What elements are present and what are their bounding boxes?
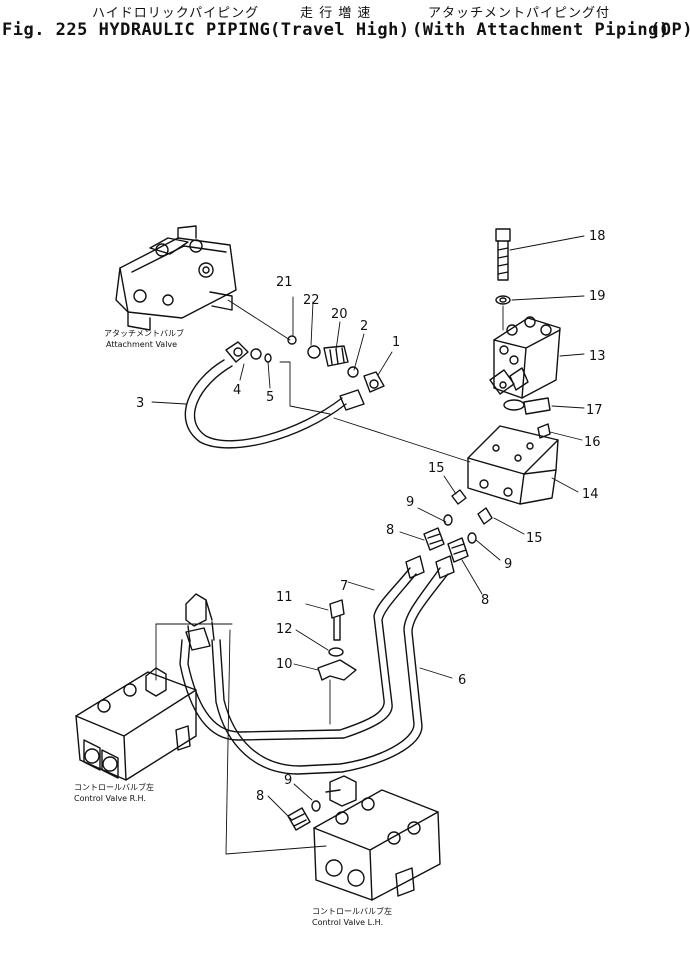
attachment-valve-caption: Attachment Valve (106, 340, 177, 349)
callout-8: 8 (386, 523, 394, 538)
title-travel: (Travel High) (270, 20, 410, 40)
callout-4: 4 (233, 383, 241, 398)
callout-1: 1 (392, 335, 400, 350)
title-jp-travel: 走 行 増 速 (300, 6, 372, 21)
callout-15: 15 (428, 461, 445, 476)
callout-5: 5 (266, 390, 274, 405)
callout-15-right: 15 (526, 531, 543, 546)
tube-6 (211, 555, 455, 775)
title-jp-attach: アタッチメントパイピング付 (428, 6, 611, 21)
callout-9-right: 9 (504, 557, 512, 572)
control-valve-rh-drawing (75, 667, 197, 781)
callout-2: 2 (360, 319, 368, 334)
title-fig: Fig. 225 HYDRAULIC PIPING (2, 20, 271, 40)
callout-3: 3 (136, 396, 144, 411)
callout-8-right: 8 (481, 593, 489, 608)
title-op: (OP) (650, 20, 690, 40)
control-valve-lh-caption-jp: コントロールバルブ左 (312, 906, 392, 916)
leader-line (227, 299, 291, 341)
callout-13: 13 (589, 349, 606, 364)
control-valve-lh-drawing (313, 775, 441, 901)
callout-6: 6 (458, 673, 466, 688)
attachment-valve-drawing (115, 225, 237, 331)
title-attach: (With Attachment Piping) (412, 20, 670, 40)
callout-9-bottom: 9 (284, 773, 292, 788)
callout-22: 22 (303, 293, 320, 308)
callout-20: 20 (331, 307, 348, 322)
callout-18: 18 (589, 229, 606, 244)
callout-17: 17 (586, 403, 603, 418)
callout-11: 11 (276, 590, 293, 605)
control-valve-rh-caption-jp: コントロールバルブ左 (74, 782, 154, 792)
hose-3 (184, 341, 365, 449)
callout-9: 9 (406, 495, 414, 510)
part-captions: アタッチメントバルブ Attachment Valve コントロールバルブ左 C… (74, 328, 392, 927)
callout-12: 12 (276, 622, 293, 637)
title-jp-main: ハイドロリックパイピング (92, 6, 260, 21)
callout-21: 21 (276, 275, 293, 290)
control-valve-rh-caption: Control Valve R.H. (74, 794, 146, 803)
callout-labels: 18 19 13 17 16 14 15 9 8 15 9 8 21 22 20… (136, 229, 606, 804)
tube-7 (179, 555, 425, 741)
callout-7: 7 (340, 579, 348, 594)
control-valve-lh-caption: Control Valve L.H. (312, 918, 383, 927)
callout-16: 16 (584, 435, 601, 450)
manifold-block-14 (467, 425, 559, 505)
callout-10: 10 (276, 657, 293, 672)
attachment-valve-caption-jp: アタッチメントバルブ (104, 328, 184, 338)
valve-13 (489, 316, 561, 399)
callout-8-bottom: 8 (256, 789, 264, 804)
callout-19: 19 (589, 289, 606, 304)
bolt-18 (495, 228, 511, 281)
callout-14: 14 (582, 487, 599, 502)
